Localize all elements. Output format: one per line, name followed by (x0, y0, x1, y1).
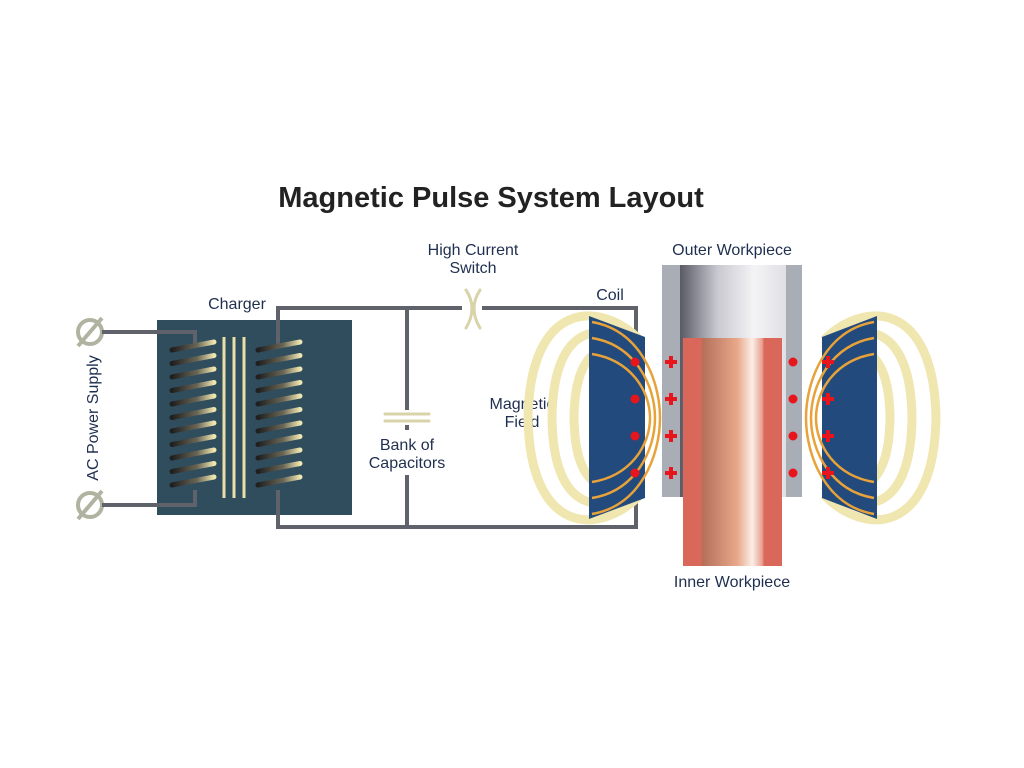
coil-right (822, 316, 877, 519)
winding-turn (169, 461, 217, 474)
winding-turn (169, 380, 217, 393)
charge-markers (630, 356, 834, 479)
winding-turn (169, 353, 217, 366)
winding-turn (255, 393, 303, 407)
electron-dot (788, 394, 798, 404)
winding-turn (169, 339, 217, 353)
electron-dot (788, 468, 798, 478)
winding-turn (169, 420, 217, 434)
electron-dot (630, 468, 640, 478)
winding-turn (255, 447, 303, 461)
inner-workpiece-label: Inner Workpiece (674, 574, 790, 591)
field-lines-right (804, 320, 875, 516)
electron-dot (630, 394, 640, 404)
winding-turn (169, 474, 217, 488)
capacitor-icon (383, 412, 431, 423)
charger-label: Charger (208, 296, 266, 313)
winding-turn (169, 434, 217, 447)
magnetic-field-label-line1: Magnetic (490, 396, 555, 413)
winding-turn (255, 420, 303, 434)
plus-charge (822, 430, 834, 442)
diagram-title: Magnetic Pulse System Layout (278, 182, 704, 214)
electron-dot (788, 357, 798, 367)
plus-charge (665, 467, 677, 479)
plus-charge (665, 356, 677, 368)
winding-turn (255, 407, 303, 420)
switch-label-line1: High Current (428, 242, 519, 259)
winding-turn (169, 407, 217, 420)
electron-dot (630, 431, 640, 441)
switch-icon (464, 288, 482, 330)
winding-turn (255, 474, 303, 488)
transformer-core (222, 337, 246, 498)
winding-turn (255, 380, 303, 393)
ac-terminal-top (76, 316, 104, 348)
winding-turn (169, 393, 217, 407)
field-lines-left (591, 320, 662, 516)
coil-label: Coil (596, 287, 624, 304)
plus-charge (822, 393, 834, 405)
coil-left (589, 316, 645, 519)
electron-dot (788, 431, 798, 441)
inner-workpiece (683, 338, 782, 566)
winding-turn (255, 461, 303, 474)
outer-workpiece-label: Outer Workpiece (672, 242, 792, 259)
plus-charge (822, 467, 834, 479)
charger-inner-wire (157, 330, 197, 507)
capacitor-label-line1: Bank of (380, 437, 435, 454)
magnetic-field-label-line2: Field (505, 414, 540, 431)
plus-charge (665, 430, 677, 442)
winding-turn (255, 434, 303, 447)
plus-charge (665, 393, 677, 405)
primary-winding (169, 339, 217, 488)
switch-label-line2: Switch (449, 260, 496, 277)
winding-turn (255, 339, 303, 353)
electron-dot (630, 357, 640, 367)
ac-terminal-bottom (76, 489, 104, 521)
ac-power-supply-label: AC Power Supply (85, 355, 102, 480)
winding-turn (255, 353, 303, 366)
secondary-winding (255, 339, 303, 488)
winding-turn (169, 366, 217, 380)
winding-turn (169, 447, 217, 461)
capacitor-label-line2: Capacitors (369, 455, 445, 472)
winding-turn (255, 366, 303, 380)
plus-charge (822, 356, 834, 368)
